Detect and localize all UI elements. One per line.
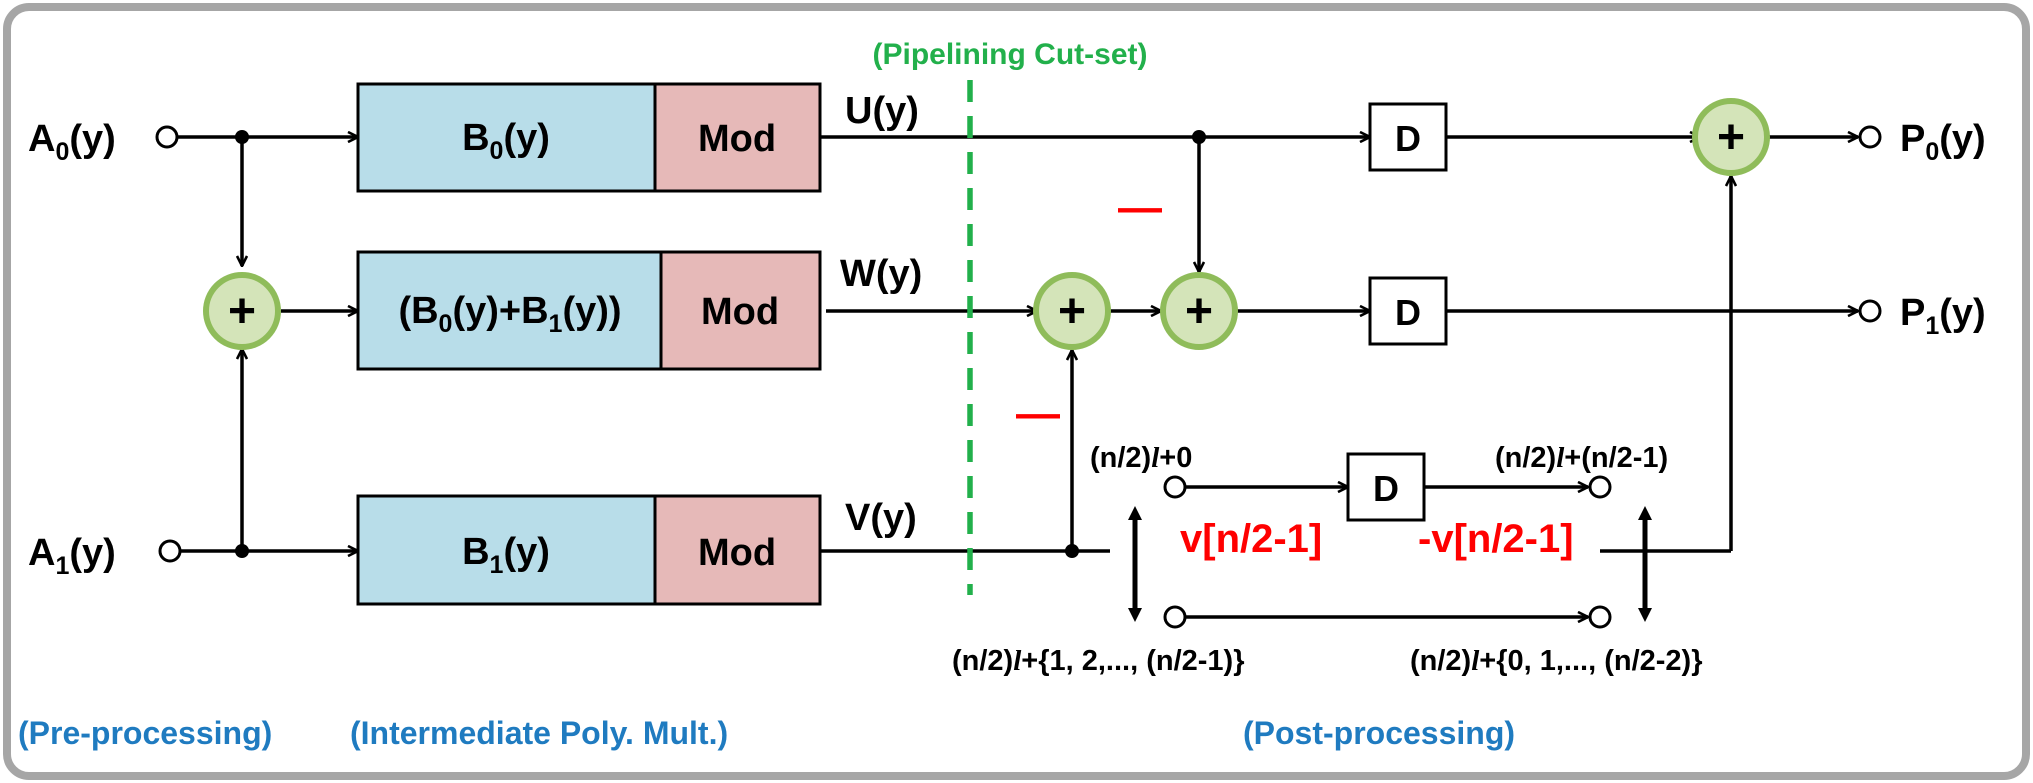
minus-sign-u: — <box>1118 183 1162 232</box>
cutset-label: (Pipelining Cut-set) <box>873 38 1148 71</box>
svg-text:B1(y): B1(y) <box>462 531 550 579</box>
input-a1-label: A1(y) <box>28 532 116 580</box>
svg-text:D: D <box>1395 292 1421 333</box>
pre-processing-label: (Pre-processing) <box>18 715 272 751</box>
switch-bottom-right-label: (n/2)l+{0, 1,..., (n/2-2)} <box>1410 645 1703 677</box>
v-in-label: v[n/2-1] <box>1180 517 1322 561</box>
mod-label: Mod <box>701 291 779 333</box>
post-processing-label: (Post-processing) <box>1243 715 1515 751</box>
signal-v-label: V(y) <box>845 497 917 539</box>
output-p0-label: P0(y) <box>1900 118 1986 166</box>
svg-text:+: + <box>1717 111 1745 164</box>
svg-text:B0(y): B0(y) <box>462 117 550 165</box>
svg-text:+: + <box>1058 285 1086 338</box>
mod-label: Mod <box>698 532 776 574</box>
svg-text:D: D <box>1395 118 1421 159</box>
signal-u-label: U(y) <box>845 90 919 132</box>
wires <box>177 137 1858 617</box>
adder-post-2: + <box>1160 272 1238 350</box>
switch-top-right-label: (n/2)l+(n/2-1) <box>1495 442 1668 474</box>
adder-post-1: + <box>1033 272 1111 350</box>
signal-w-label: W(y) <box>840 253 922 295</box>
switch-bottom-left-label: (n/2)l+{1, 2,..., (n/2-1)} <box>952 645 1245 677</box>
adder-pre: + <box>203 272 281 350</box>
output-p1-label: P1(y) <box>1900 292 1986 340</box>
input-a0-label: A0(y) <box>28 118 116 166</box>
minus-sign-v: — <box>1016 389 1060 438</box>
mod-label: Mod <box>698 118 776 160</box>
delay-w: D <box>1368 276 1448 346</box>
svg-text:D: D <box>1373 468 1399 509</box>
block-b-sum: (B0(y)+B1(y)) Mod <box>356 250 822 371</box>
svg-text:(B0(y)+B1(y)): (B0(y)+B1(y)) <box>398 290 621 338</box>
terminals <box>155 125 1882 629</box>
junctions <box>235 130 1206 558</box>
adder-output: + <box>1692 98 1770 176</box>
delay-u: D <box>1368 102 1448 172</box>
v-out-label: -v[n/2-1] <box>1418 517 1574 561</box>
delay-switch: D <box>1346 452 1426 522</box>
svg-text:+: + <box>1185 285 1213 338</box>
switch-top-left-label: (n/2)l+0 <box>1090 442 1192 474</box>
svg-text:+: + <box>228 285 256 338</box>
block-b1: B1(y) Mod <box>356 494 822 606</box>
block-b0: B0(y) Mod <box>356 82 822 193</box>
intermediate-label: (Intermediate Poly. Mult.) <box>350 715 728 751</box>
